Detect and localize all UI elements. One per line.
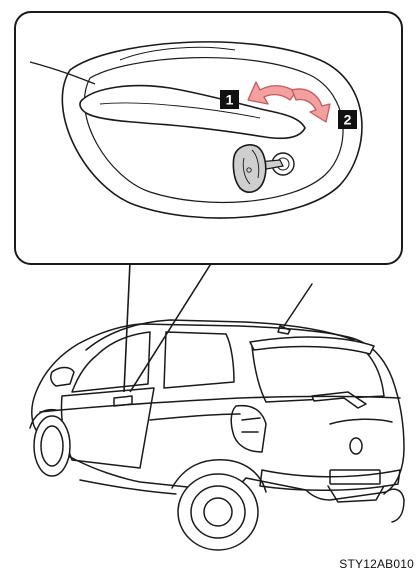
callout-1-label: 1 — [226, 92, 234, 108]
front-wheel — [34, 416, 70, 476]
door-outline — [61, 388, 154, 468]
wiper — [312, 392, 366, 408]
rear-emblem — [350, 438, 362, 454]
far-rear-wheel — [384, 489, 404, 522]
rear-side-window — [164, 332, 234, 388]
antenna — [284, 284, 312, 326]
callout-2: 2 — [338, 110, 357, 129]
inset-panel: 1 2 — [15, 12, 402, 392]
callout-2-label: 2 — [344, 112, 352, 128]
figure-code: STY12AB010 — [339, 557, 414, 571]
tail-lamp — [231, 406, 266, 452]
callout-1: 1 — [220, 90, 239, 109]
side-mirror — [51, 368, 74, 387]
inset-pointer-lines — [124, 262, 212, 392]
car-illustration — [30, 284, 404, 550]
inset-frame — [15, 12, 402, 264]
